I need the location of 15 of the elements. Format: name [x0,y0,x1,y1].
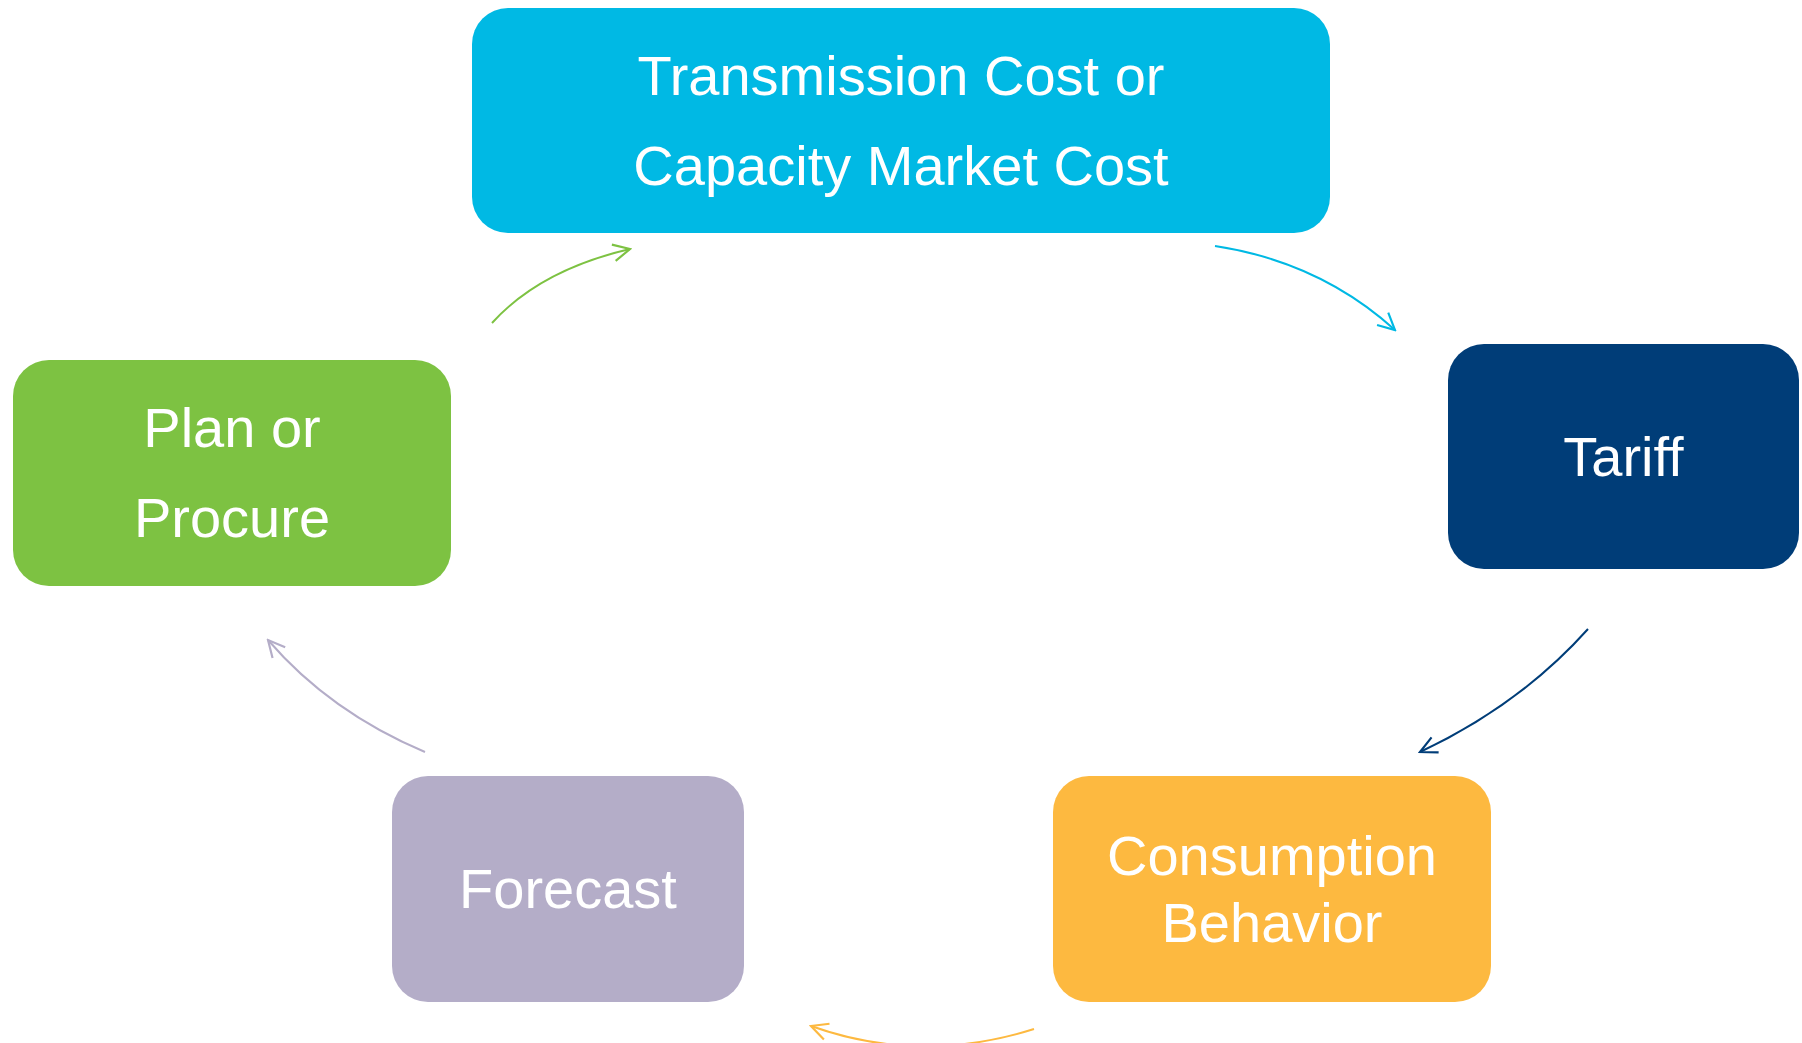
arrow [809,1022,1035,1043]
process-box [392,776,744,1002]
arrow [491,243,632,324]
box-label: Consumption Behavior [1106,822,1438,956]
arrow [266,638,426,753]
box-label: Plan or Procure [132,395,332,551]
box-label: Forecast [459,856,677,923]
process-box [1053,776,1491,1002]
arrow [1214,245,1397,332]
process-box [472,8,1330,233]
box-label: Transmission Cost or Capacity Market Cost [632,42,1170,199]
arrow [1418,628,1589,754]
process-box [1448,344,1799,569]
process-box [13,360,451,586]
box-label: Tariff [1563,423,1684,490]
